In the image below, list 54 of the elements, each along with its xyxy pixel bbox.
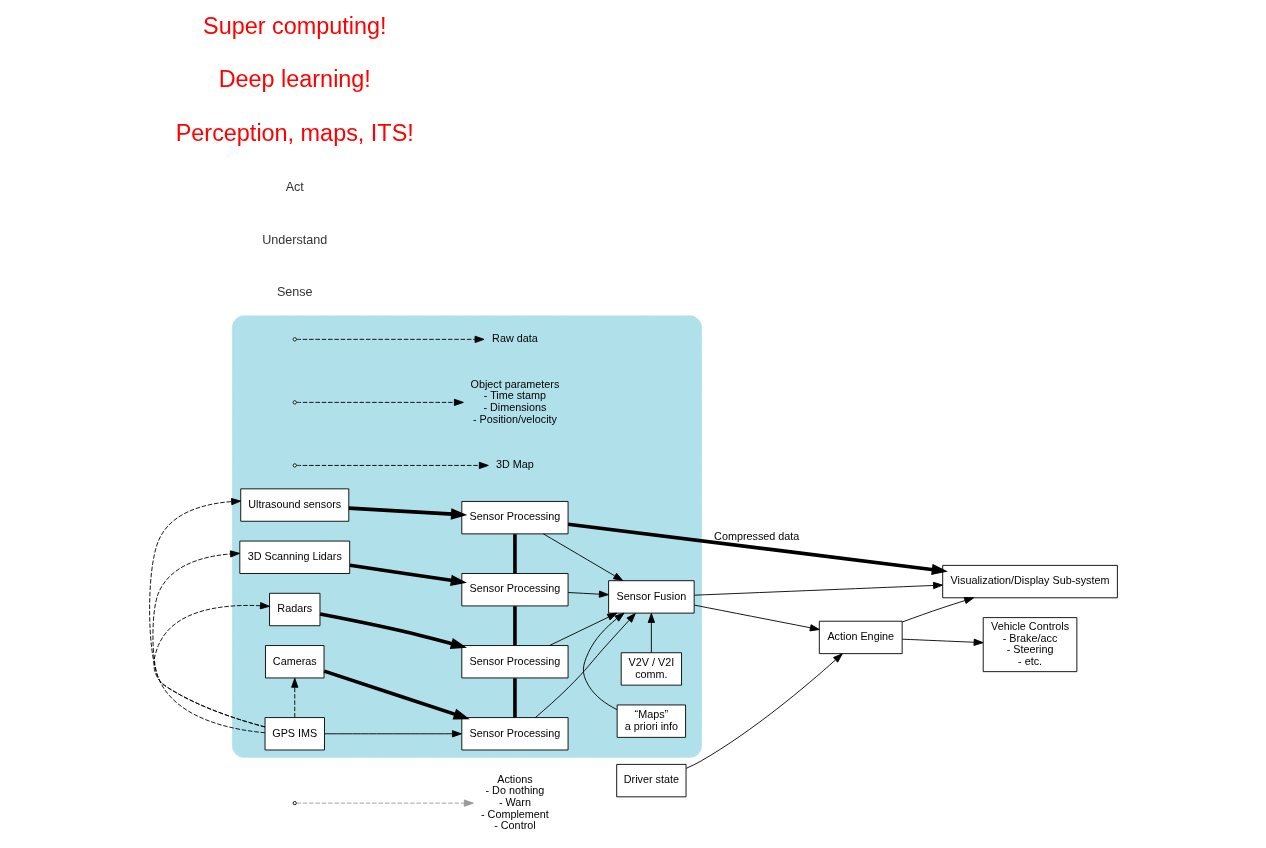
label: Act (285, 180, 304, 195)
node-box: Ultrasound sensors (239, 488, 349, 522)
node-text: Raw data (491, 332, 538, 345)
arrow (295, 461, 489, 470)
arrow (323, 669, 470, 720)
node-box: Visualization/Display Sub-system (941, 564, 1118, 599)
arrow (582, 612, 624, 711)
node-box: Radars (268, 592, 320, 627)
node-box: “Maps” a priori info (616, 704, 686, 738)
arrow (567, 590, 609, 598)
node-box: GPS IMS (264, 717, 325, 751)
connector (512, 534, 517, 574)
arrow (534, 613, 636, 718)
arrow (693, 581, 943, 596)
node-box: Sensor Processing (460, 501, 569, 535)
label: Super computing! (202, 13, 386, 40)
node-box: Action Engine (818, 620, 903, 655)
node-box: Sensor Fusion (607, 580, 695, 614)
arrow (319, 612, 467, 649)
arrow (647, 613, 655, 654)
arrow (567, 522, 948, 576)
node-box: V2V / V2I comm. (620, 652, 682, 686)
label: Perception, maps, ITS! (175, 119, 414, 146)
node-box: Driver state (615, 763, 686, 798)
arrow (693, 604, 820, 632)
arrow (290, 677, 298, 718)
node-box: Sensor Processing (460, 573, 569, 607)
arrow (148, 498, 265, 734)
label: Sense (276, 284, 313, 299)
arrow (295, 799, 474, 807)
label: Understand (261, 232, 327, 247)
edge-label: Compressed data (713, 529, 799, 542)
arrow (152, 550, 265, 728)
arrow (295, 335, 484, 343)
arrow (348, 506, 467, 520)
arrow (349, 563, 467, 586)
arrow (323, 730, 462, 738)
label: Deep learning! (218, 66, 371, 93)
arrow (548, 612, 617, 646)
node-box: Vehicle Controls - Brake/acc - Steering - etc. (982, 617, 1077, 673)
arrow (901, 597, 974, 623)
arrow (685, 653, 843, 769)
node-box: Sensor Processing (460, 645, 569, 679)
node-box: 3D Scanning Lidars (238, 540, 350, 574)
node-text: Actions - Do nothing - Warn - Complement - Control (480, 772, 549, 832)
connector (512, 606, 517, 646)
node-text: 3D Map (495, 458, 534, 471)
connector (512, 678, 517, 718)
arrow (295, 398, 464, 406)
node-text: Object parameters - Time stamp - Dimensions - Position/velocity (470, 377, 559, 425)
arrow (901, 638, 984, 646)
node-box: Sensor Processing (460, 717, 569, 751)
node-box: Cameras (264, 645, 324, 679)
arrow (542, 533, 623, 581)
